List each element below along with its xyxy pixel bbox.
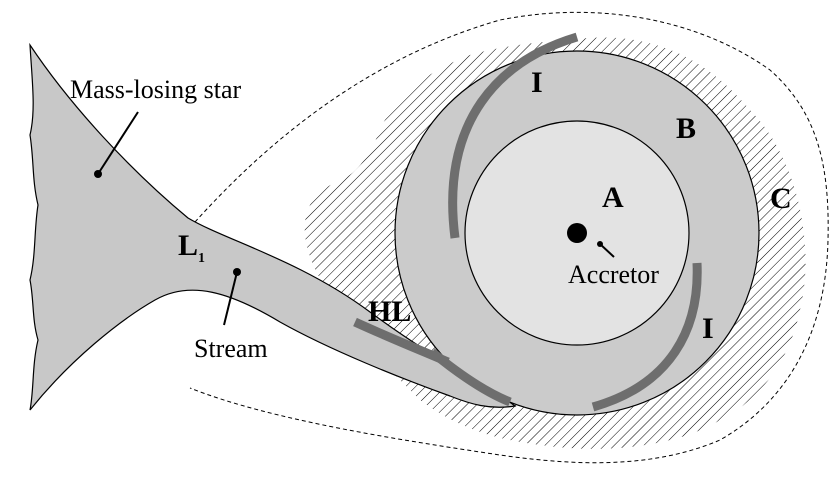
arc-top-i bbox=[448, 32, 579, 239]
label-l1: L1 bbox=[178, 229, 205, 266]
label-l1-subscript: 1 bbox=[198, 251, 205, 266]
label-a: A bbox=[602, 181, 624, 214]
label-hl: HL bbox=[368, 295, 411, 328]
label-mass-losing-star: Mass-losing star bbox=[70, 75, 242, 104]
stream-pointer bbox=[223, 271, 238, 326]
accretor-pointer-dot bbox=[597, 241, 603, 247]
mass-losing-star bbox=[29, 42, 517, 411]
label-i-bottom: I bbox=[702, 312, 714, 345]
label-accretor: Accretor bbox=[568, 260, 659, 289]
label-l1-main: L bbox=[178, 229, 198, 262]
impact-arc bbox=[429, 348, 512, 407]
stream-pointer-dot bbox=[233, 268, 241, 276]
accretor-pointer bbox=[599, 243, 615, 258]
accretor-dot bbox=[567, 223, 587, 243]
label-c: C bbox=[770, 182, 792, 215]
label-b: B bbox=[676, 112, 696, 145]
star-pointer-dot bbox=[94, 170, 102, 178]
label-i-top: I bbox=[531, 66, 543, 99]
arc-bottom-i bbox=[591, 262, 702, 412]
star-pointer bbox=[97, 111, 139, 175]
label-stream: Stream bbox=[194, 334, 268, 363]
